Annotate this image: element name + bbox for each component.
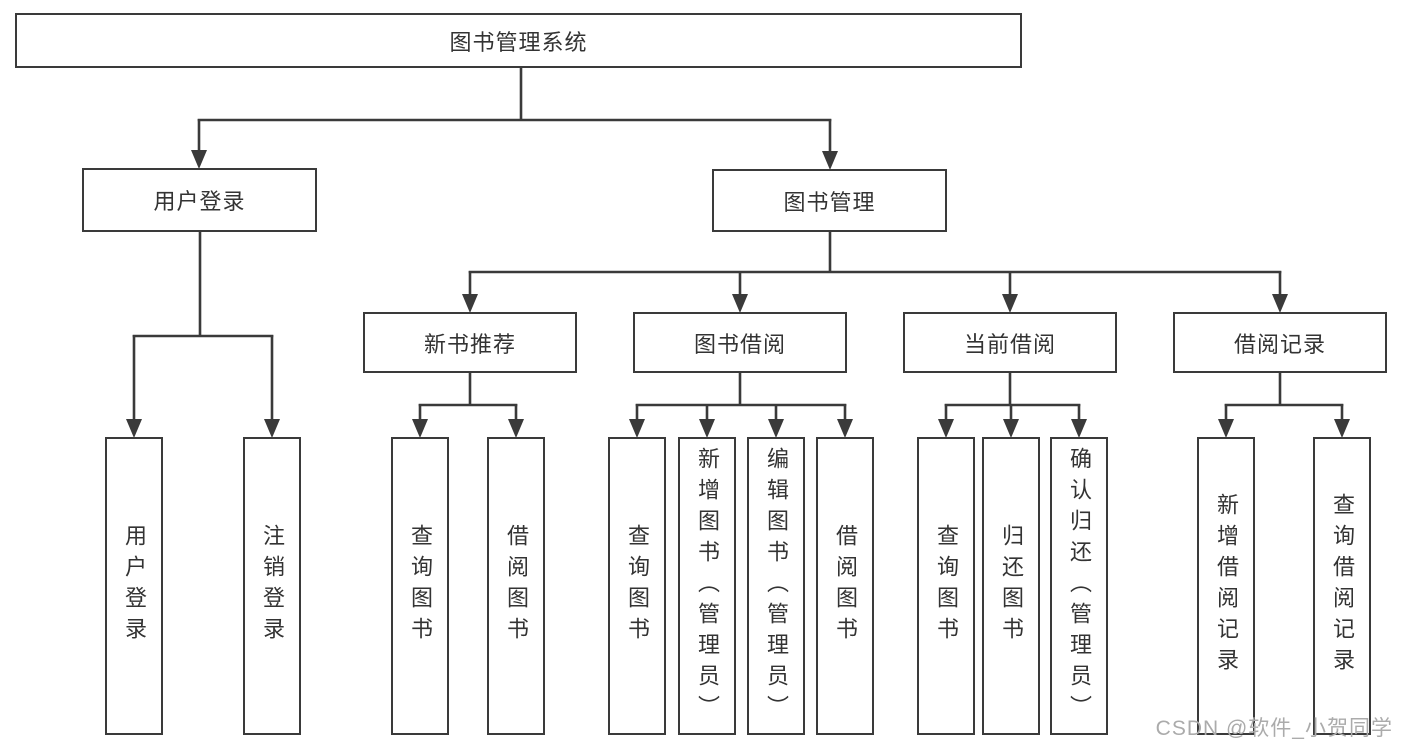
csdn-watermark: CSDN @软件_小贺同学 (1155, 717, 1393, 740)
node-user-login-module: 用户登录 (82, 168, 317, 232)
leaf-confirm-return-admin: 确认归还（管理员） (1050, 437, 1108, 735)
leaf-current-query-book: 查询图书 (917, 437, 975, 735)
node-new-book-recommend: 新书推荐 (363, 312, 577, 373)
leaf-recommend-query-book: 查询图书 (391, 437, 449, 735)
leaf-edit-book-admin: 编辑图书（管理员） (747, 437, 805, 735)
node-borrow-records: 借阅记录 (1173, 312, 1387, 373)
leaf-recommend-borrow-book: 借阅图书 (487, 437, 545, 735)
leaf-borrow-book: 借阅图书 (816, 437, 874, 735)
leaf-logout: 注销登录 (243, 437, 301, 735)
leaf-query-borrow-record: 查询借阅记录 (1313, 437, 1371, 735)
leaf-add-borrow-record: 新增借阅记录 (1197, 437, 1255, 735)
leaf-borrow-query-book: 查询图书 (608, 437, 666, 735)
leaf-return-book: 归还图书 (982, 437, 1040, 735)
leaf-user-login: 用户登录 (105, 437, 163, 735)
node-current-borrow: 当前借阅 (903, 312, 1117, 373)
node-root-system: 图书管理系统 (15, 13, 1022, 68)
leaf-add-book-admin: 新增图书（管理员） (678, 437, 736, 735)
node-book-management-module: 图书管理 (712, 169, 947, 232)
arrowheads (126, 150, 1350, 438)
node-book-borrow: 图书借阅 (633, 312, 847, 373)
